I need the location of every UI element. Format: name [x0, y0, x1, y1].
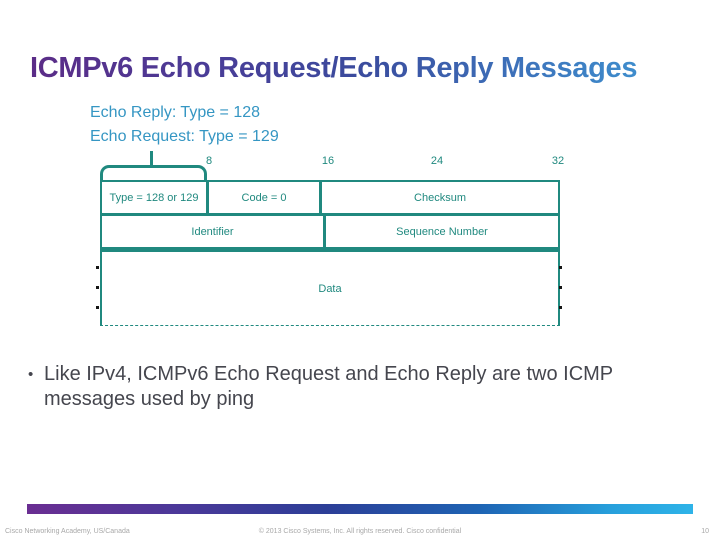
ellipsis-dot [96, 306, 99, 309]
type-field-brace [100, 165, 207, 180]
subtitle-line-1: Echo Reply: Type = 128 [90, 104, 261, 121]
ellipsis-dot [559, 306, 562, 309]
header-row-2: Identifier Sequence Number [102, 216, 558, 247]
bit-label-8: 8 [206, 155, 213, 167]
bullet-marker: • [28, 366, 34, 383]
bit-label-24: 24 [430, 155, 444, 167]
footer-copyright: © 2013 Cisco Systems, Inc. All rights re… [258, 528, 462, 535]
bit-label-16: 16 [321, 155, 335, 167]
page-title: ICMPv6 Echo Request/Echo Reply Messages [30, 52, 702, 85]
field-identifier: Identifier [102, 216, 326, 247]
type-field-brace-tick [150, 151, 153, 166]
field-checksum: Checksum [414, 191, 466, 204]
bullet-text: Like IPv4, ICMPv6 Echo Request and Echo … [44, 363, 614, 410]
packet-header-table: Type = 128 or 129 Code = 0 Checksum Iden… [100, 180, 560, 252]
ellipsis-dot [559, 266, 562, 269]
page-number: 10 [701, 528, 709, 535]
bit-label-32: 32 [551, 155, 565, 167]
subtitle: Echo Reply: Type = 128 Echo Request: Typ… [90, 101, 279, 149]
field-type: Type = 128 or 129 [102, 182, 209, 213]
data-field-label: Data [318, 282, 342, 295]
footer-left-text: Cisco Networking Academy, US/Canada [5, 528, 130, 535]
bullet-item: • Like IPv4, ICMPv6 Echo Request and Ech… [28, 362, 688, 412]
field-code: Code = 0 [209, 182, 322, 213]
ellipsis-dot [559, 286, 562, 289]
field-sequence-number: Sequence Number [396, 225, 488, 238]
subtitle-line-2: Echo Request: Type = 129 [90, 128, 279, 145]
ellipsis-dot [96, 266, 99, 269]
footer-gradient-bar [27, 504, 693, 514]
header-row-1: Type = 128 or 129 Code = 0 Checksum [102, 182, 558, 216]
field-data: Data [100, 252, 560, 326]
ellipsis-dot [96, 286, 99, 289]
